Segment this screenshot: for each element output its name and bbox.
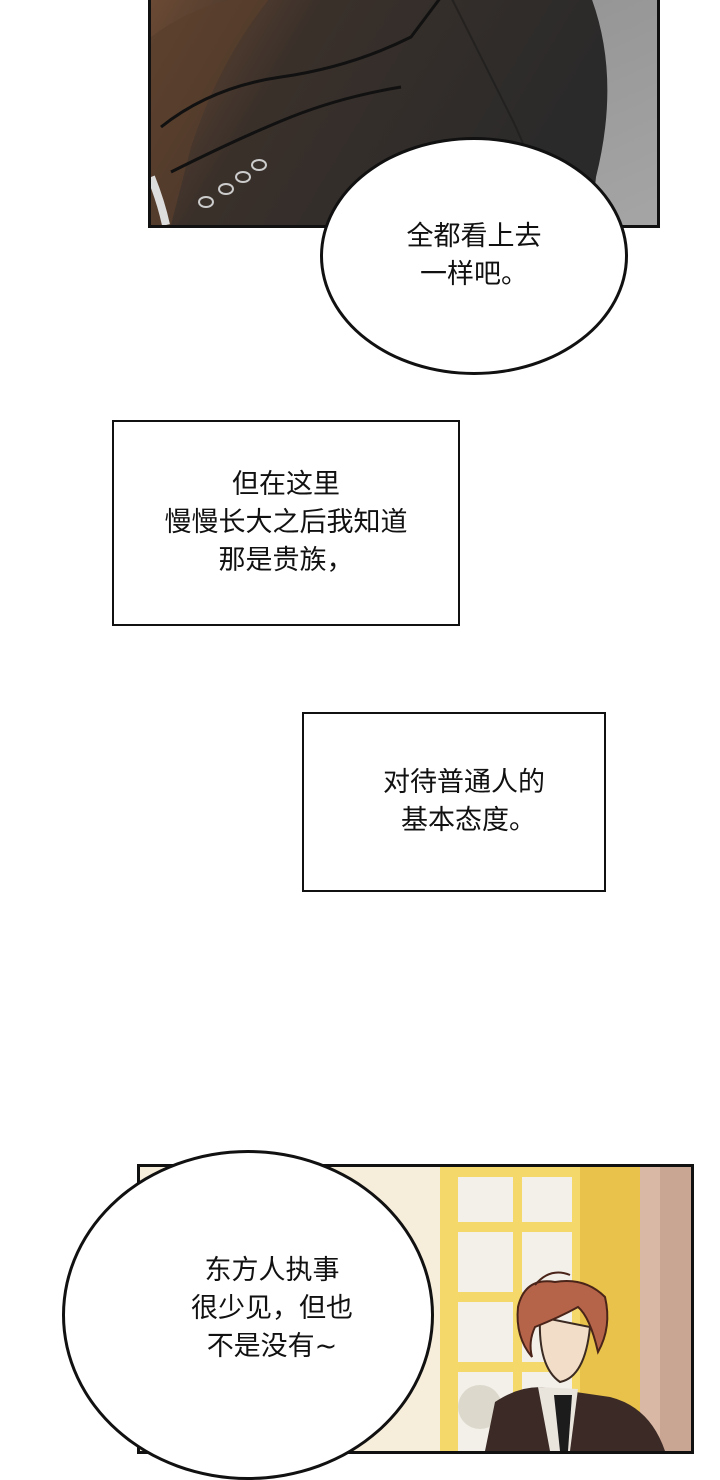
caption-line: 对待普通人的 bbox=[383, 767, 545, 798]
bubble-line: 东方人执事 bbox=[204, 1255, 340, 1286]
bubble-text: 全都看上去 一样吧。 bbox=[407, 218, 542, 294]
caption-line: 那是贵族， bbox=[218, 545, 354, 576]
caption-text: 但在这里 慢慢长大之后我知道 那是贵族， bbox=[165, 466, 408, 580]
speech-bubble-bottom: 东方人执事 很少见，但也 不是没有~ bbox=[62, 1150, 434, 1480]
bubble-line: 一样吧。 bbox=[420, 259, 528, 290]
narration-caption-nobles: 但在这里 慢慢长大之后我知道 那是贵族， bbox=[112, 420, 460, 626]
bubble-line: 全都看上去 bbox=[406, 221, 542, 252]
caption-line: 基本态度。 bbox=[401, 805, 536, 836]
caption-line: 但在这里 bbox=[232, 469, 340, 500]
bubble-line: 很少见，但也 bbox=[191, 1293, 353, 1324]
speech-bubble-top: 全都看上去 一样吧。 bbox=[320, 137, 628, 375]
bubble-text: 东方人执事 很少见，但也 不是没有~ bbox=[191, 1252, 353, 1366]
bubble-line: 不是没有~ bbox=[206, 1331, 338, 1362]
caption-line: 慢慢长大之后我知道 bbox=[164, 507, 408, 538]
narration-caption-attitude: 对待普通人的 基本态度。 bbox=[302, 712, 606, 892]
caption-text: 对待普通人的 基本态度。 bbox=[383, 764, 545, 840]
